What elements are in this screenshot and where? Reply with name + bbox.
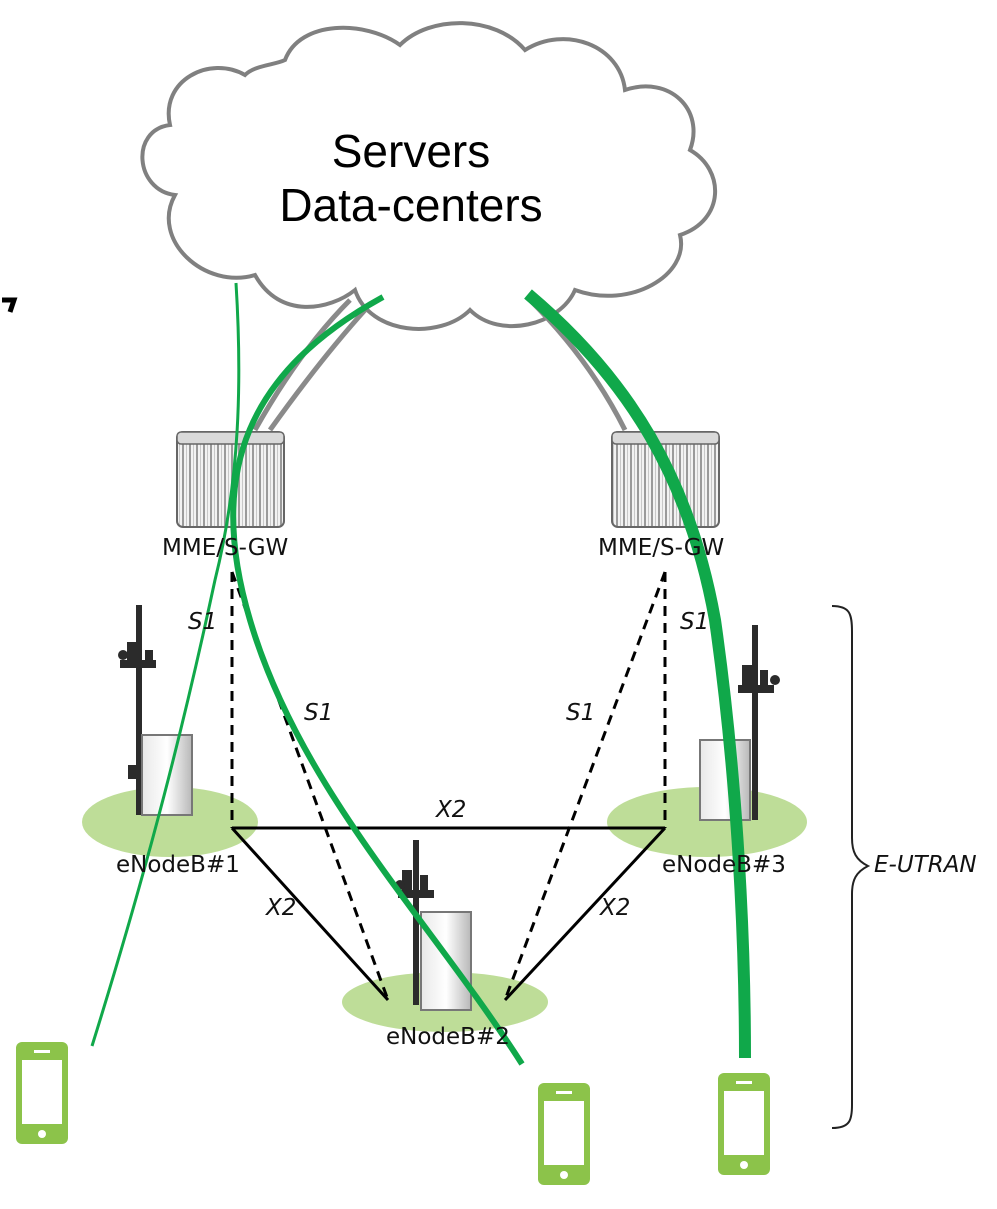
mme-sgw-right-label: MME/S-GW [598, 535, 725, 561]
cloud-label-line1: Servers [331, 125, 491, 177]
x2-label-right: X2 [600, 895, 631, 921]
s1-label-left-diagonal: S1 [304, 700, 334, 726]
s1-label-right-diagonal: S1 [566, 700, 596, 726]
s1-label-left: S1 [188, 609, 218, 635]
stray-mark [2, 297, 18, 313]
enodeb3-tower [738, 625, 780, 820]
phone-middle [538, 1083, 590, 1185]
e-utran-label: E-UTRAN [874, 852, 977, 878]
enodeb1-ground [82, 787, 258, 857]
e-utran-brace [831, 605, 871, 1129]
enodeb2-label: eNodeB#2 [386, 1024, 510, 1050]
x2-links [230, 826, 667, 1002]
enodeb2-cabinet [420, 911, 472, 1011]
cloud-label: Servers Data-centers [246, 124, 576, 233]
data-path-thick [524, 289, 751, 1059]
cloud [140, 21, 717, 331]
data-path-medium [230, 294, 525, 1066]
enodeb1-tower [118, 605, 156, 815]
mme-sgw-right [611, 431, 720, 528]
phone-left [16, 1042, 68, 1144]
x2-label-left: X2 [266, 895, 297, 921]
data-path-thin [90, 282, 241, 1047]
enodeb1-cabinet [141, 734, 193, 816]
mme-sgw-left-label: MME/S-GW [162, 535, 289, 561]
mme-sgw-left [176, 431, 285, 528]
x2-label-top: X2 [436, 797, 467, 823]
enodeb3-label: eNodeB#3 [662, 852, 786, 878]
cloud-label-line2: Data-centers [279, 179, 543, 232]
s1-label-right: S1 [680, 609, 710, 635]
enodeb1-label: eNodeB#1 [116, 852, 240, 878]
phone-right [718, 1073, 770, 1175]
